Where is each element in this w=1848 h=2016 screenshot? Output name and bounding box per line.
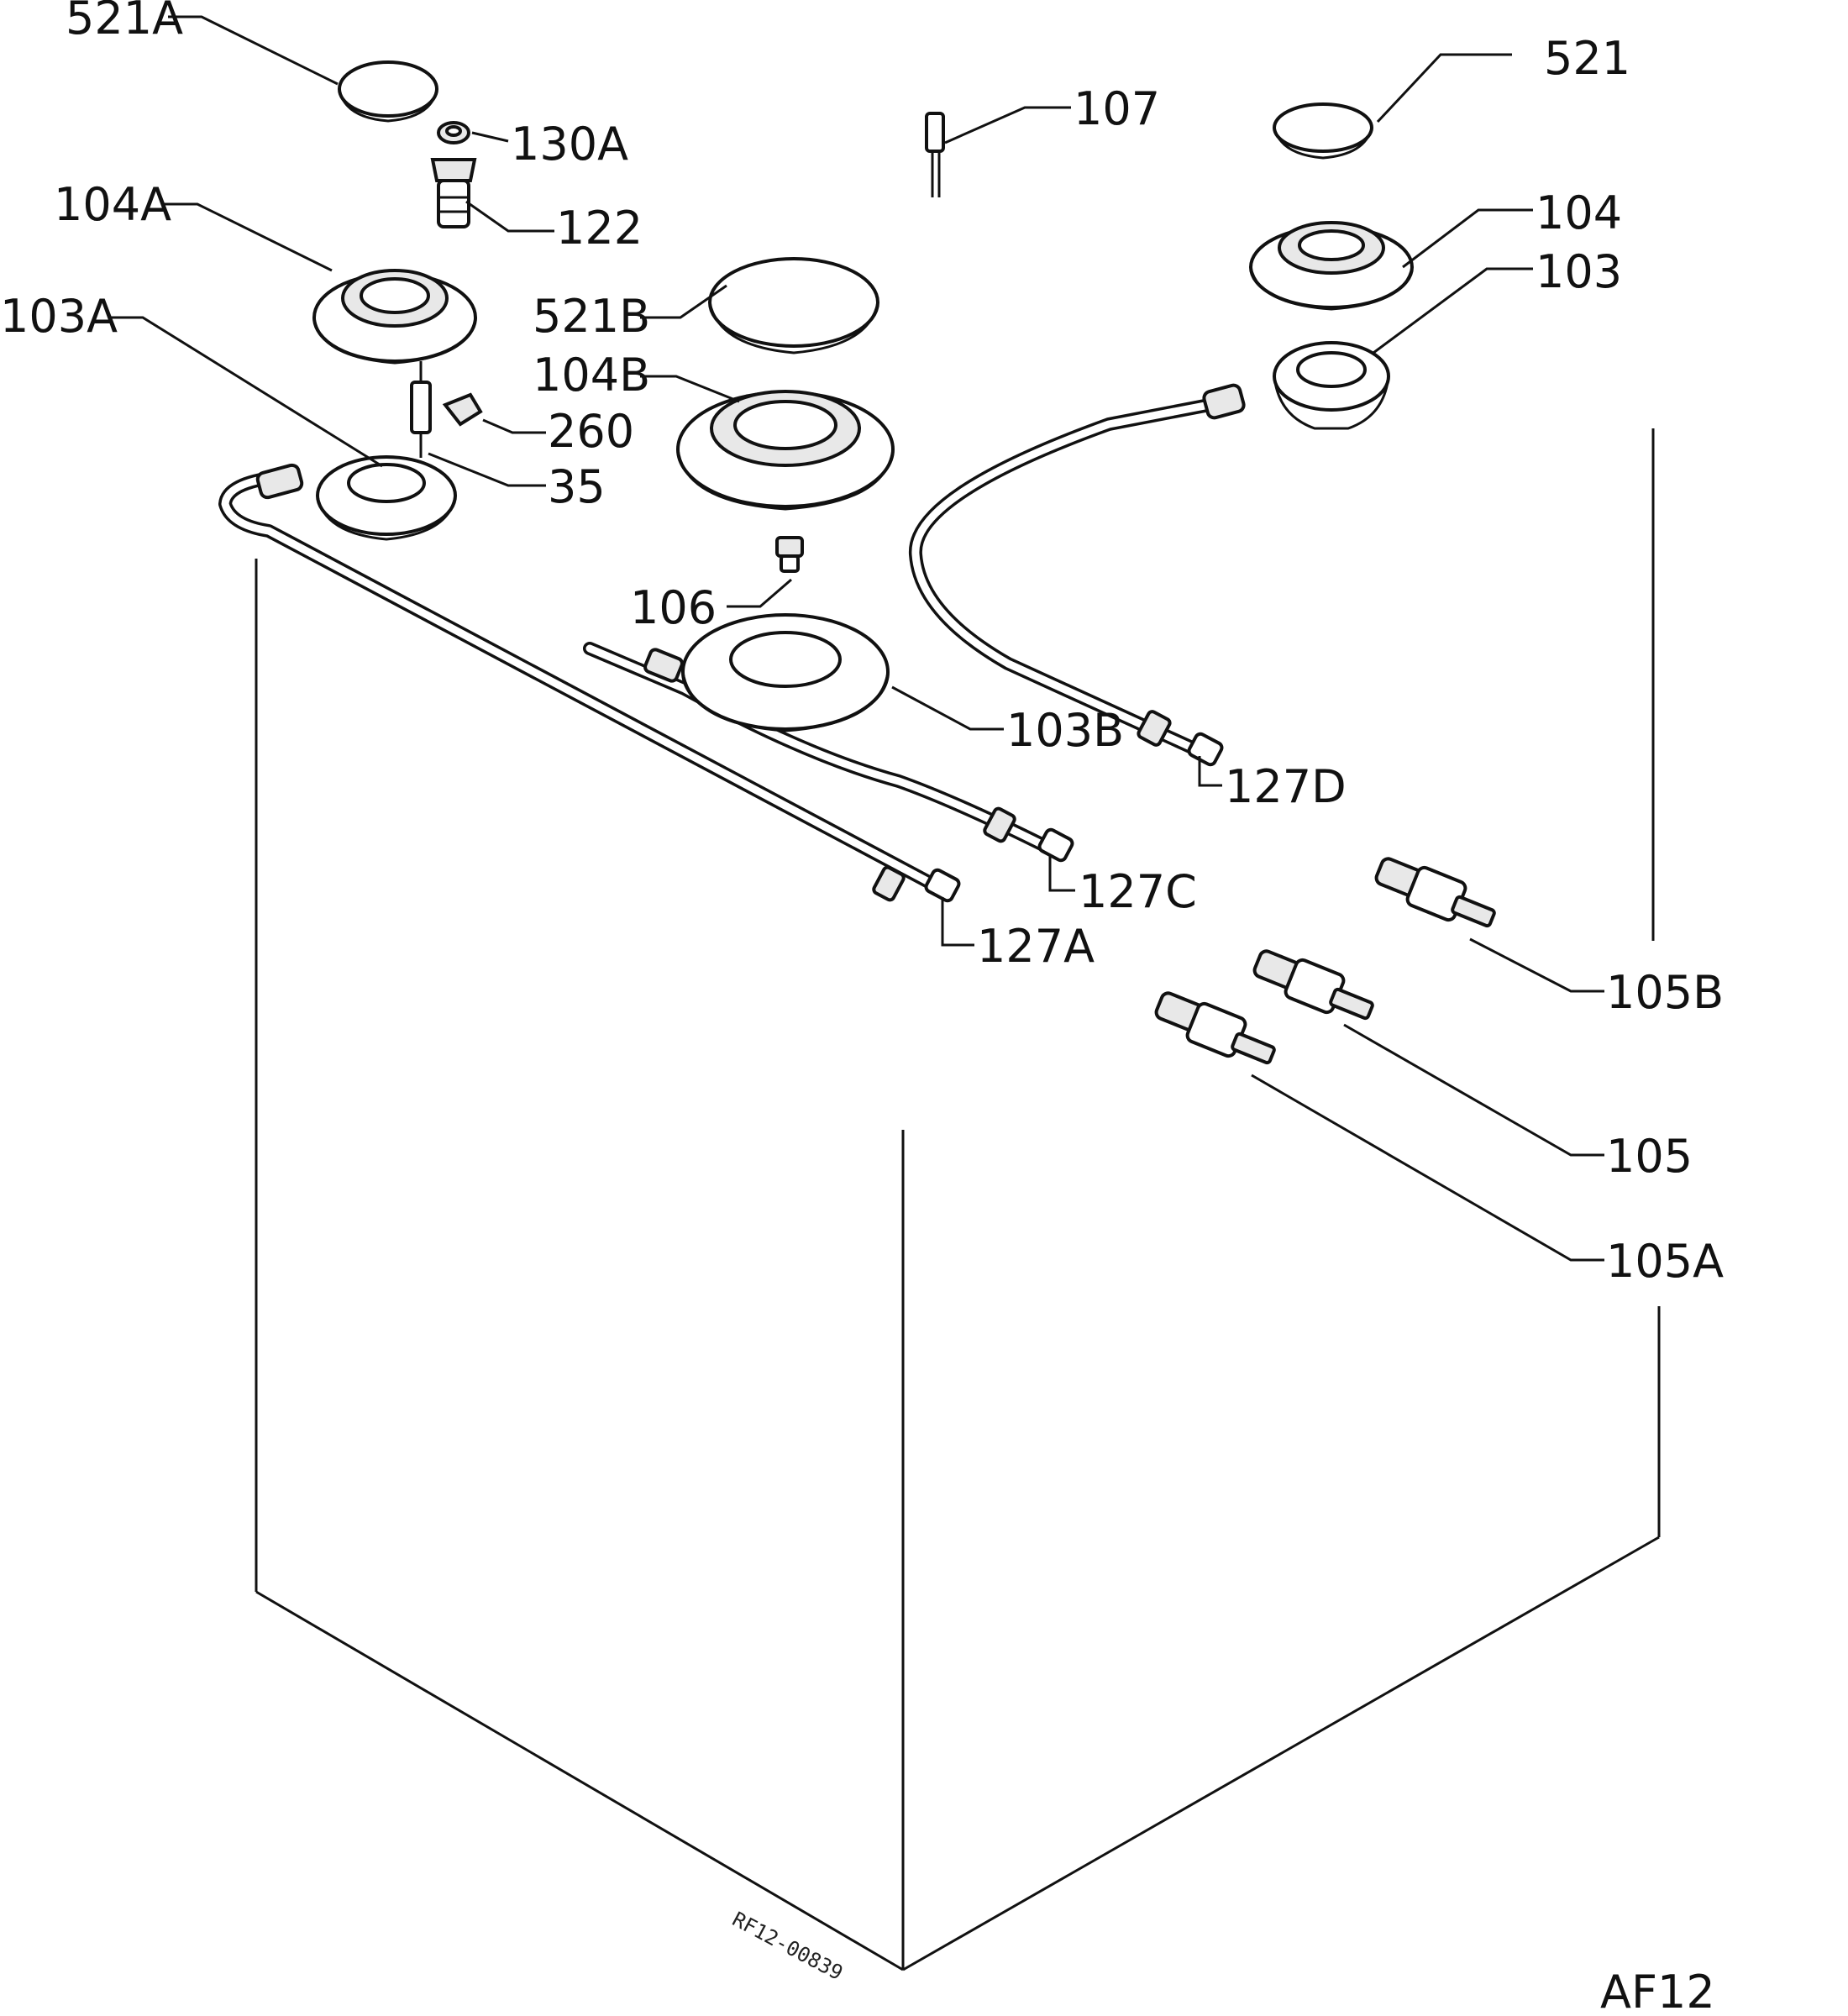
label-130a: 130A — [511, 118, 628, 171]
burner-crown-104b — [676, 390, 895, 511]
label-260: 260 — [548, 405, 634, 458]
label-104: 104 — [1536, 186, 1622, 239]
burner-base-103 — [1273, 341, 1390, 430]
spark-electrode-35 — [410, 361, 432, 458]
clip-260 — [442, 392, 483, 427]
burner-cap-521a — [338, 60, 438, 123]
sheet-id: AF12 — [1600, 1966, 1715, 2016]
thermocouple-107 — [925, 112, 945, 197]
label-103b: 103B — [1006, 704, 1124, 757]
label-105: 105 — [1606, 1130, 1693, 1183]
label-105a: 105A — [1606, 1235, 1724, 1288]
label-105b: 105B — [1606, 966, 1724, 1019]
label-104b: 104B — [533, 349, 650, 402]
label-521a: 521A — [66, 0, 183, 45]
label-104a: 104A — [54, 178, 171, 231]
label-521b: 521B — [533, 290, 650, 343]
label-103a: 103A — [0, 290, 118, 343]
burner-crown-104 — [1249, 221, 1414, 311]
label-122: 122 — [556, 202, 643, 255]
pipe-fittings — [255, 383, 1246, 903]
label-127a: 127A — [977, 920, 1095, 973]
gas-valve-105 — [1252, 949, 1374, 1021]
washer-130a — [437, 121, 470, 144]
label-127c: 127C — [1079, 865, 1197, 918]
burner-base-103b — [681, 613, 890, 732]
label-521: 521 — [1544, 32, 1630, 85]
label-107: 107 — [1074, 82, 1160, 135]
gas-valve-105a — [1154, 991, 1276, 1065]
label-106: 106 — [630, 581, 717, 634]
injector-122 — [430, 158, 477, 228]
label-35: 35 — [548, 460, 606, 513]
cabinet-outline — [255, 428, 1661, 1971]
burner-cap-521b — [708, 257, 879, 354]
burner-base-103a — [316, 455, 457, 541]
part-labels: 521A 130A 122 104A 103A 521B 104B 260 35… — [0, 0, 1724, 1288]
leader-lines — [109, 15, 1604, 1262]
drawing-code: RF12-00839 — [728, 1908, 847, 1986]
label-103: 103 — [1536, 245, 1622, 298]
label-127d: 127D — [1225, 760, 1347, 813]
burner-cap-521 — [1273, 102, 1373, 160]
injector-106 — [775, 536, 804, 573]
burner-crown-104a — [312, 269, 477, 365]
gas-valve-105b — [1374, 857, 1496, 928]
